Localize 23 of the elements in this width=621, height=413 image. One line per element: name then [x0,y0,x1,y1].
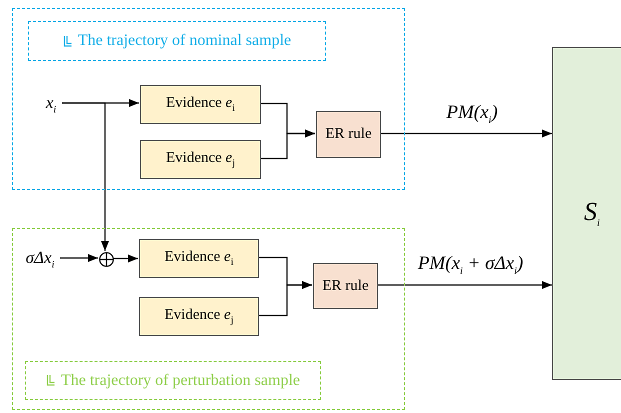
frame-title: The trajectory of perturbation sample [60,372,300,390]
evidence-box: Evidence e$_{i}$ [140,85,261,124]
arrow [113,254,138,262]
arrow [380,130,552,138]
arrow [60,254,98,262]
system-box: S$_{i}$ [552,47,621,380]
variable-label: σΔx$_{i}$ [19,248,61,270]
arrow [62,102,109,251]
evidence-box: Evidence e$_{j}$ [139,297,259,336]
group-frame [12,228,405,410]
summing-junction [99,252,114,267]
arrow [377,281,552,289]
edge-label: PM(x$_{i}$) [446,102,498,126]
frame-title: The trajectory of nominal sample [78,32,292,50]
title-frame [25,361,321,400]
evidence-box: Evidence e$_{j}$ [140,140,261,179]
title-frame [28,21,326,61]
group-frame [12,8,405,190]
evidence-box: Evidence e$_{i}$ [139,239,259,278]
variable-label: x$_{i}$ [39,93,63,115]
arrow [260,130,315,160]
edge-label: PM(x$_{i}$ + σΔx$_{i}$) [418,253,524,277]
arrow [258,281,312,316]
